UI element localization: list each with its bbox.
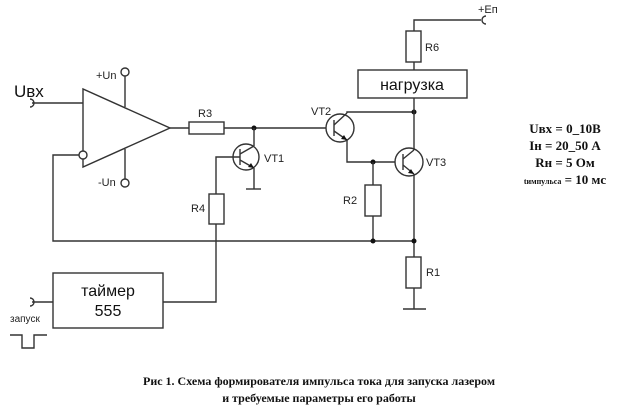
vt2-collector-lead [333,112,348,126]
vt2-collector-wire [346,111,414,113]
param-value: = 5 Ом [555,155,595,170]
feedback-wire [52,154,414,242]
r2-label: R2 [343,195,357,207]
parameters-block: Uвх = 0_10В Iн = 20_50 А Rн = 5 Ом tимпу… [490,120,638,190]
power-wire [413,19,481,31]
resistor-r1 [405,256,422,289]
junction-dot [411,238,417,244]
vt2-emitter-arrow [341,135,347,140]
junction-dot [370,238,376,244]
minus-supply-label: -Un [98,177,116,189]
param-value: = 10 мс [564,172,607,187]
plus-supply-terminal [120,67,130,77]
input-voltage-label: Uвх [14,82,44,101]
trigger-pulse-icon [10,334,47,349]
resistor-r6 [405,30,422,63]
plus-supply-label: +Un [96,70,117,82]
timer-model-label: 555 [95,303,122,320]
vt2-emitter-wire [346,140,403,163]
resistor-r2 [364,184,382,217]
r4-to-timer-wire [163,224,217,303]
op-amp [82,87,172,169]
power-label: +Eп [478,4,498,16]
trigger-label: запуск [10,314,40,325]
load-label: нагрузка [380,77,444,94]
transistor-vt2 [325,113,355,143]
r1-label: R1 [426,267,440,279]
load-block [357,69,468,99]
param-value: = 20_50 А [545,138,601,153]
vt1-label: VT1 [264,153,284,165]
r4-label: R4 [191,203,205,215]
power-terminal [481,15,487,25]
r6-label: R6 [425,42,439,54]
parameter-load-current: Iн = 20_50 А [490,137,638,154]
vt3-collector-lead [402,149,415,160]
parameter-pulse-duration: tимпульса = 10 мс [490,171,638,190]
parameter-input-voltage: Uвх = 0_10В [490,120,638,137]
caption-line-1: Рис 1. Схема формирователя импульса тока… [142,374,495,388]
param-name: tимпульса [523,177,562,186]
vt1-collector-lead [239,145,255,155]
param-name: Rн [535,155,553,170]
resistor-r4 [208,193,225,225]
transistor-vt3 [394,147,424,177]
timer-label: таймер [81,283,135,300]
r3-label: R3 [198,108,212,120]
param-name: Uвх [529,121,553,136]
minus-supply-terminal [120,178,130,188]
inverting-input-circle [78,150,88,160]
vt1-base-wire [215,156,240,194]
vt2-label: VT2 [311,106,331,118]
caption-line-2: и требуемые параметры его работы [222,391,416,405]
parameter-load-resistance: Rн = 5 Ом [490,154,638,171]
timer-555-block [52,272,164,329]
figure-caption: Рис 1. Схема формирователя импульса тока… [0,373,638,407]
vt3-label: VT3 [426,157,446,169]
vt1-emitter-arrow [248,163,254,168]
resistor-r3 [188,121,225,135]
vt3-emitter-arrow [408,169,414,174]
param-value: = 0_10В [555,121,601,136]
param-name: Iн [529,138,542,153]
